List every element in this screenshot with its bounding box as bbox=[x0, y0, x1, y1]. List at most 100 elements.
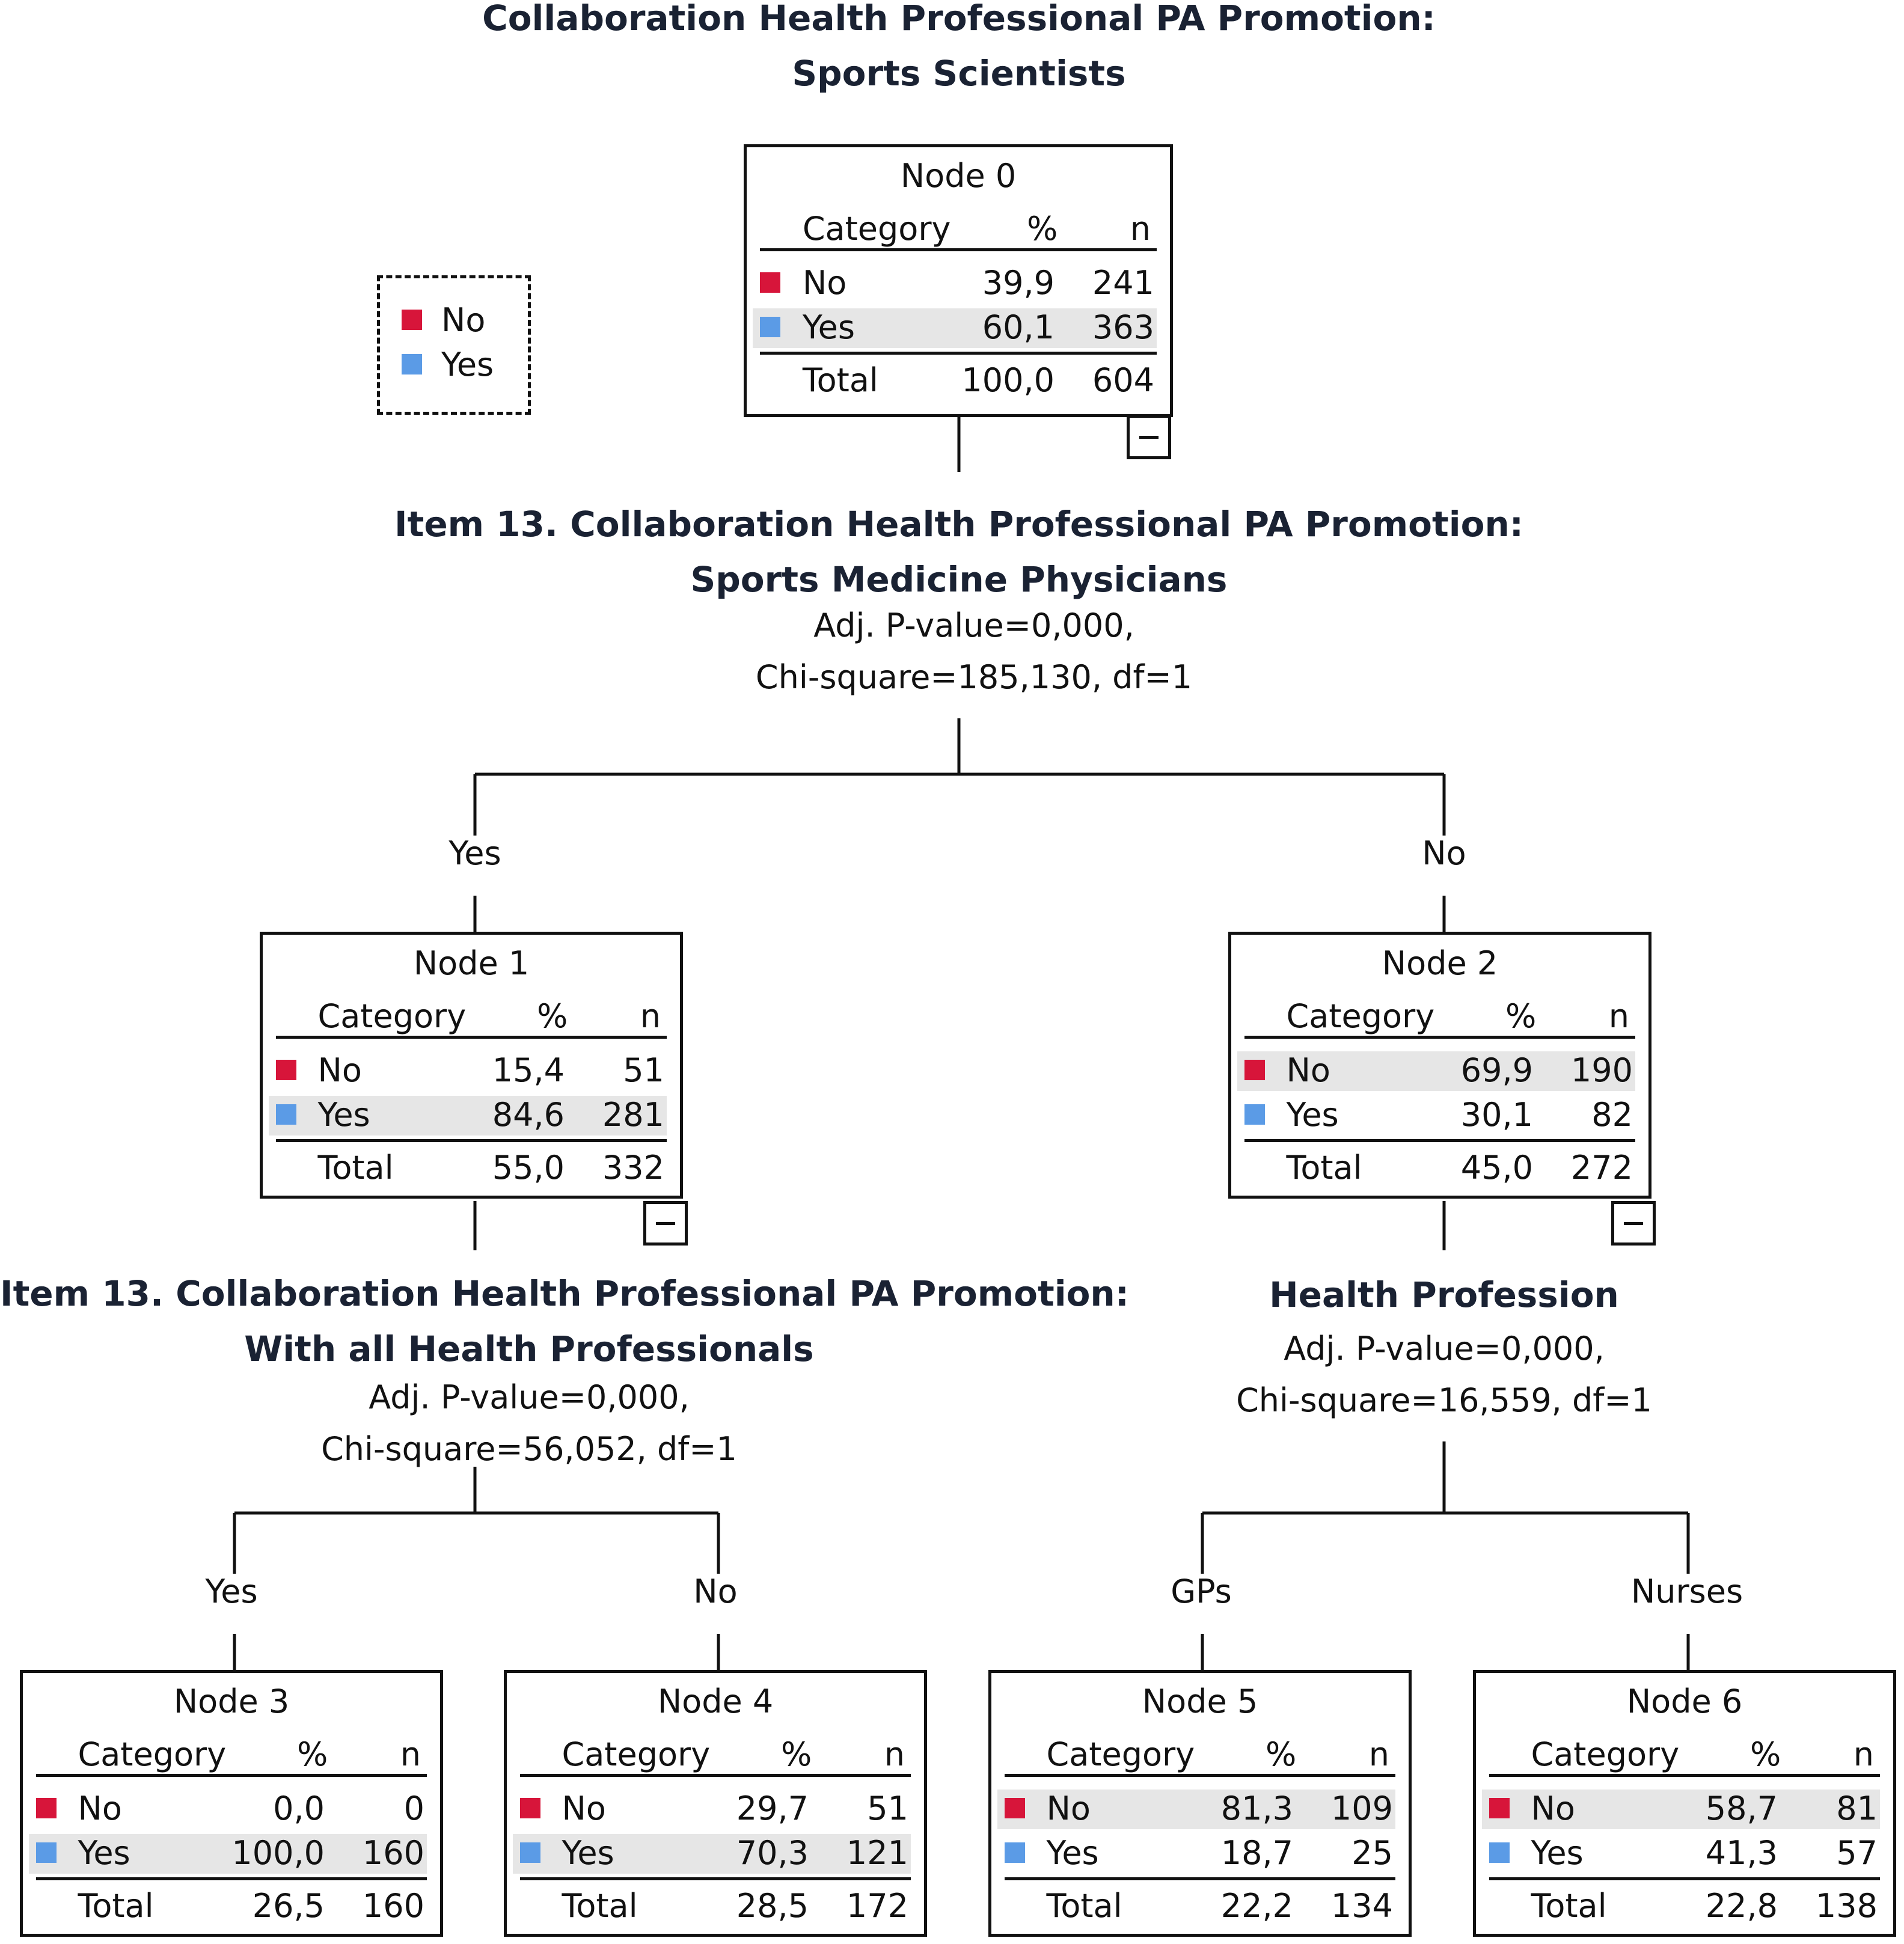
row-total: Total 22,2 134 bbox=[997, 1887, 1395, 1927]
n-total: 134 bbox=[1330, 1887, 1393, 1925]
legend-label-yes: Yes bbox=[441, 346, 494, 384]
node-label: Node 2 bbox=[1382, 944, 1498, 982]
category-no: No bbox=[1531, 1790, 1575, 1827]
row-no: No 81,3 109 bbox=[997, 1790, 1395, 1829]
header-category: Category bbox=[1531, 1735, 1680, 1773]
collapse-node-2-button[interactable] bbox=[1611, 1201, 1656, 1246]
legend-item-no: No bbox=[400, 301, 521, 341]
percent-no: 69,9 bbox=[1460, 1051, 1533, 1089]
n-total: 332 bbox=[602, 1149, 664, 1187]
root-title: Collaboration Health Professional PA Pro… bbox=[358, 0, 1560, 101]
percent-no: 15,4 bbox=[492, 1051, 565, 1089]
n-no: 0 bbox=[403, 1790, 424, 1827]
legend-label-no: No bbox=[441, 301, 486, 339]
header-percent: % bbox=[781, 1735, 812, 1773]
legend-swatch-no bbox=[402, 310, 422, 330]
node-label: Node 4 bbox=[657, 1683, 774, 1720]
header-category: Category bbox=[78, 1735, 227, 1773]
header-n: n bbox=[1130, 210, 1151, 248]
header-percent: % bbox=[1266, 1735, 1297, 1773]
percent-no: 58,7 bbox=[1705, 1790, 1778, 1827]
percent-total: 26,5 bbox=[252, 1887, 325, 1925]
node-label: Node 0 bbox=[900, 157, 1017, 195]
collapse-node-1-button[interactable] bbox=[643, 1201, 688, 1246]
node-label: Node 1 bbox=[413, 944, 530, 982]
split-1-title-line-1: Item 13. Collaboration Health Profession… bbox=[0, 1273, 1129, 1314]
category-yes: Yes bbox=[78, 1834, 130, 1872]
n-total: 160 bbox=[362, 1887, 424, 1925]
header-percent: % bbox=[537, 997, 568, 1035]
category-yes: Yes bbox=[802, 308, 855, 346]
percent-yes: 100,0 bbox=[231, 1834, 325, 1872]
header-divider bbox=[1244, 1036, 1635, 1039]
legend: No Yes bbox=[377, 275, 531, 415]
percent-total: 100,0 bbox=[961, 361, 1055, 399]
n-yes: 121 bbox=[846, 1834, 908, 1872]
header-percent: % bbox=[1027, 210, 1058, 248]
node-5: Node 5 Category % n No 81,3 109 Yes 18,7… bbox=[988, 1670, 1412, 1937]
percent-yes: 70,3 bbox=[736, 1834, 809, 1872]
node-label: Node 5 bbox=[1142, 1683, 1258, 1720]
split-0-stats-line-2: Chi-square=185,130, df=1 bbox=[755, 658, 1193, 696]
header-category: Category bbox=[1286, 997, 1435, 1035]
row-no: No 15,4 51 bbox=[269, 1051, 667, 1091]
percent-no: 0,0 bbox=[273, 1790, 325, 1827]
total-divider bbox=[1489, 1877, 1880, 1880]
category-no: No bbox=[1046, 1790, 1091, 1827]
header-divider bbox=[276, 1036, 667, 1039]
header-n: n bbox=[640, 997, 661, 1035]
n-no: 241 bbox=[1092, 264, 1154, 302]
n-no: 51 bbox=[623, 1051, 664, 1089]
collapse-node-0-button[interactable] bbox=[1127, 415, 1171, 459]
n-yes: 57 bbox=[1836, 1834, 1878, 1872]
split-0-stats: Adj. P-value=0,000, Chi-square=185,130, … bbox=[358, 600, 1590, 703]
header-divider bbox=[760, 248, 1157, 251]
n-yes: 281 bbox=[602, 1096, 664, 1134]
header-category: Category bbox=[1046, 1735, 1195, 1773]
total-label: Total bbox=[1046, 1887, 1122, 1925]
row-no: No 58,7 81 bbox=[1482, 1790, 1880, 1829]
n-no: 109 bbox=[1330, 1790, 1393, 1827]
header-divider bbox=[1005, 1774, 1395, 1777]
header-category: Category bbox=[317, 997, 467, 1035]
percent-no: 81,3 bbox=[1220, 1790, 1293, 1827]
category-yes: Yes bbox=[562, 1834, 614, 1872]
row-no: No 69,9 190 bbox=[1237, 1051, 1635, 1091]
split-0-title-line-2: Sports Medicine Physicians bbox=[690, 559, 1228, 600]
split-2-title-line-1: Health Profession bbox=[1269, 1274, 1619, 1315]
header-divider bbox=[36, 1774, 427, 1777]
header-category: Category bbox=[802, 210, 951, 248]
row-no: No 29,7 51 bbox=[513, 1790, 911, 1829]
node-label: Node 3 bbox=[173, 1683, 290, 1720]
swatch-no bbox=[760, 272, 780, 293]
percent-total: 22,8 bbox=[1705, 1887, 1778, 1925]
percent-no: 29,7 bbox=[736, 1790, 809, 1827]
swatch-no bbox=[1489, 1798, 1510, 1818]
row-total: Total 22,8 138 bbox=[1482, 1887, 1880, 1927]
n-yes: 82 bbox=[1591, 1096, 1633, 1134]
split-1-stats: Adj. P-value=0,000, Chi-square=56,052, d… bbox=[0, 1372, 1058, 1475]
node-0: Node 0 Category % n No 39,9 241 Yes 60,1… bbox=[744, 144, 1173, 417]
row-no: No 0,0 0 bbox=[29, 1790, 427, 1829]
swatch-no bbox=[1244, 1060, 1265, 1080]
n-no: 51 bbox=[867, 1790, 908, 1827]
total-label: Total bbox=[562, 1887, 638, 1925]
percent-yes: 84,6 bbox=[492, 1096, 565, 1134]
row-total: Total 26,5 160 bbox=[29, 1887, 427, 1927]
percent-total: 22,2 bbox=[1220, 1887, 1293, 1925]
row-yes: Yes 18,7 25 bbox=[997, 1834, 1395, 1874]
swatch-yes bbox=[520, 1842, 540, 1863]
split-1-title-line-2: With all Health Professionals bbox=[244, 1328, 814, 1369]
n-no: 81 bbox=[1836, 1790, 1878, 1827]
swatch-yes bbox=[1244, 1104, 1265, 1125]
category-no: No bbox=[802, 264, 847, 302]
split-2-stats-line-2: Chi-square=16,559, df=1 bbox=[1236, 1381, 1652, 1419]
total-label: Total bbox=[1286, 1149, 1362, 1187]
split-2-stats-line-1: Adj. P-value=0,000, bbox=[1284, 1330, 1605, 1368]
row-yes: Yes 41,3 57 bbox=[1482, 1834, 1880, 1874]
root-title-line-2: Sports Scientists bbox=[792, 53, 1126, 94]
split-0-title: Item 13. Collaboration Health Profession… bbox=[358, 497, 1560, 607]
row-yes: Yes 84,6 281 bbox=[269, 1096, 667, 1136]
node-6: Node 6 Category % n No 58,7 81 Yes 41,3 … bbox=[1473, 1670, 1896, 1937]
total-divider bbox=[1244, 1139, 1635, 1142]
